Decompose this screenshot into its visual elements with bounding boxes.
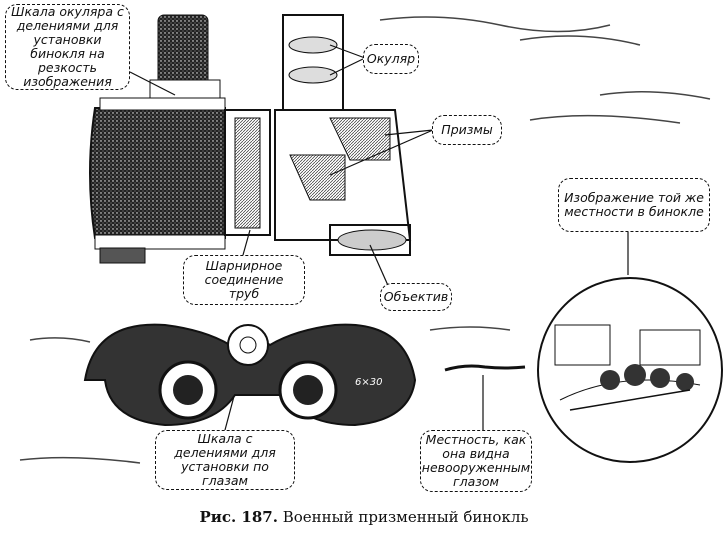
label-terrain-naked-eye: Местность, как она видна невооруженным г… <box>420 430 532 492</box>
binocular-cutaway <box>89 14 412 264</box>
objective-lens <box>337 229 407 251</box>
label-text: Шкала с делениями для установки по глаза… <box>174 431 276 488</box>
eyepiece-tube <box>282 14 344 111</box>
label-text: Объектив <box>383 289 449 304</box>
binocular-view-circle <box>537 277 723 463</box>
figure-title: Военный призменный бинокль <box>282 508 529 526</box>
eyepiece-focus-ring <box>157 14 209 86</box>
figure-caption: Рис. 187. Военный призменный бинокль <box>0 508 728 526</box>
terrain-small <box>444 364 526 372</box>
binocular-marking: 6×30 <box>355 377 382 388</box>
label-text: Местность, как она видна невооруженным г… <box>421 432 531 489</box>
label-text: Шарнирное соединение труб <box>204 258 284 301</box>
figure-number: Рис. 187. <box>199 508 278 526</box>
label-eye-scale: Шкала с делениями для установки по глаза… <box>155 430 295 490</box>
prism-lower <box>289 154 346 201</box>
label-eyepiece-scale: Шкала окуляра с делениями для установки … <box>5 4 130 90</box>
prism-upper <box>329 117 391 161</box>
label-objective: Объектив <box>380 283 452 311</box>
label-prisms: Призмы <box>432 115 502 145</box>
label-text: Призмы <box>441 122 493 137</box>
left-tube-body <box>89 107 226 239</box>
sky-strokes <box>19 16 711 464</box>
label-text: Изображение той же местности в бинокле <box>564 190 704 219</box>
label-text: Шкала окуляра с делениями для установки … <box>11 4 124 89</box>
binocular-front-view: 6×30 <box>83 323 417 427</box>
label-text: Окуляр <box>366 51 416 66</box>
label-eyepiece: Окуляр <box>363 44 419 74</box>
label-hinge: Шарнирное соединение труб <box>183 255 305 305</box>
label-same-terrain: Изображение той же местности в бинокле <box>558 178 710 232</box>
